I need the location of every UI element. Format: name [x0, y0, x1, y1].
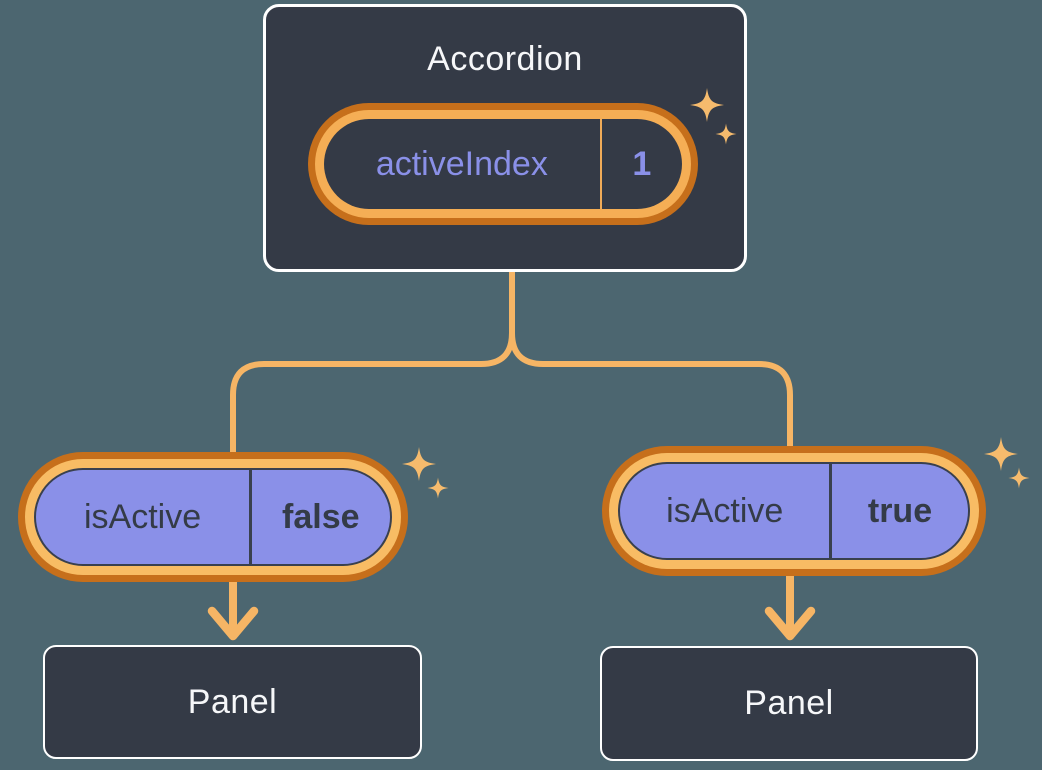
state-pill-glow-outer: activeIndex 1	[308, 103, 698, 225]
arrow-right-head-icon	[764, 606, 816, 641]
state-pill: activeIndex 1	[308, 103, 698, 225]
connector-branch-right	[509, 272, 793, 456]
state-pill-glow-inner: activeIndex 1	[315, 110, 691, 218]
prop-pill-left-glow-inner: isActive false	[25, 459, 401, 575]
connector-branch-left	[230, 272, 515, 462]
prop-pill-right: isActive true	[602, 446, 986, 576]
state-value: 1	[632, 144, 652, 183]
panel-label-right: Panel	[744, 684, 834, 722]
prop-name-left: isActive	[83, 497, 202, 536]
panel-box-left: Panel	[43, 645, 422, 759]
accordion-title: Accordion	[427, 40, 583, 78]
prop-value-left: false	[282, 497, 360, 536]
prop-name-right: isActive	[666, 491, 784, 530]
prop-pill-left-glow-outer: isActive false	[18, 452, 408, 582]
prop-pill-right-divider	[829, 464, 832, 558]
sparkle-icon-right-pill	[984, 437, 1030, 489]
prop-pill-left: isActive false	[18, 452, 408, 582]
prop-pill-right-glow-outer: isActive true	[602, 446, 986, 576]
panel-label-left: Panel	[187, 682, 278, 721]
prop-pill-right-glow-inner: isActive true	[609, 453, 979, 569]
arrow-left-head-icon	[207, 606, 259, 641]
sparkle-icon-left-pill	[402, 447, 449, 499]
prop-pill-left-divider	[249, 470, 252, 564]
prop-value-right: true	[867, 491, 933, 530]
panel-box-right: Panel	[600, 646, 978, 761]
state-name: activeIndex	[375, 144, 548, 183]
state-pill-divider	[599, 119, 602, 209]
